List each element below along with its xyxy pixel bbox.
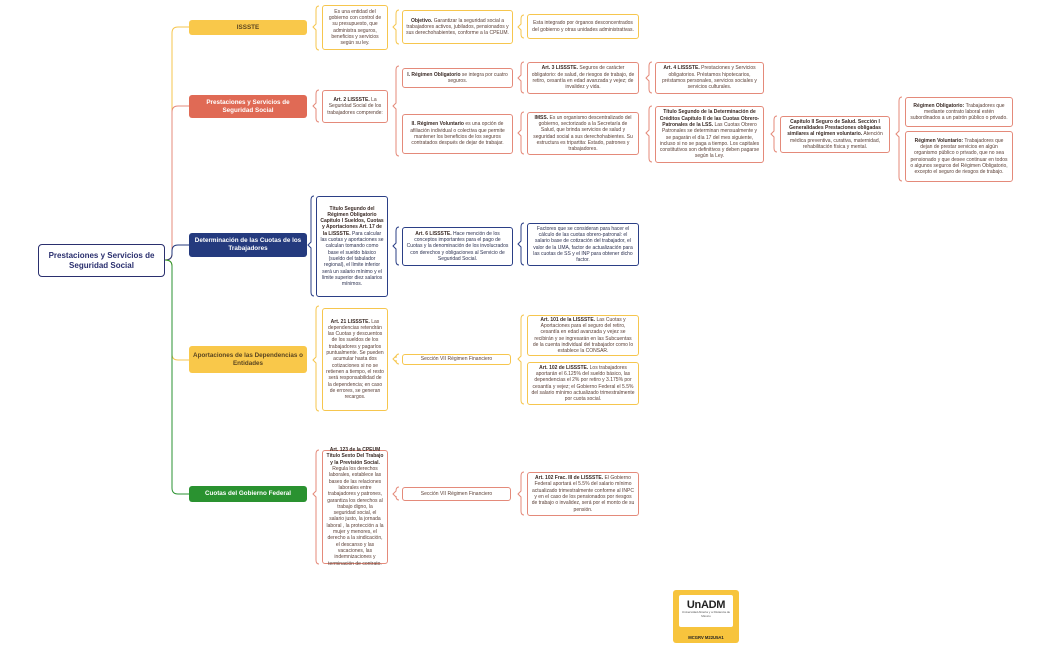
node-objetivo[interactable]: Objetivo. Garantizar la seguridad social… [402, 10, 513, 44]
brace-connector [312, 5, 320, 51]
node-art101[interactable]: Art. 101 de la LISSSTE. Las Cuotas y Apo… [527, 315, 639, 356]
node-art102[interactable]: Art. 102 de LISSSTE. Los trabajadores ap… [527, 362, 639, 405]
branch-determinacion[interactable]: Determinación de las Cuotas de los Traba… [189, 233, 307, 257]
node-art123[interactable]: Art. 123 de la CPEUM Título Sexto Del Tr… [322, 447, 388, 567]
node-imss[interactable]: IMSS. Es un organismo descentralizado de… [527, 112, 639, 155]
branch-gobierno[interactable]: Cuotas del Gobierno Federal [189, 486, 307, 502]
branch-aportaciones[interactable]: Aportaciones de las Dependencias o Entid… [189, 346, 307, 373]
node-regimen-obligatorio-def[interactable]: Régimen Obligatorio: Trabajadores que me… [905, 97, 1013, 127]
brace-connector [517, 314, 525, 405]
brace-connector [895, 96, 903, 182]
brace-connector [392, 486, 400, 501]
branch-connector [164, 26, 189, 261]
brace-connector [517, 111, 525, 155]
node-art4[interactable]: Art. 4 LISSSTE. Prestaciones y Servicios… [655, 62, 764, 94]
central-topic[interactable]: Prestaciones y Servicios de Seguridad So… [38, 244, 165, 277]
brace-connector [645, 105, 653, 163]
node-titulo-creditos[interactable]: Título Segundo de la Determinación de Cr… [655, 106, 764, 163]
node-issste-desc[interactable]: Es una entidad del gobierno con control … [322, 5, 388, 50]
node-art3[interactable]: Art. 3 LISSSTE. Seguros de carácter obli… [527, 62, 639, 94]
logo-code: MCGRV M22U5A1 [688, 635, 724, 640]
logo-badge: UnADM Universidad Abierta y a Distancia … [679, 595, 733, 627]
branch-connector [164, 105, 189, 261]
branch-issste[interactable]: ISSSTE [189, 20, 307, 35]
brace-connector [392, 65, 400, 157]
node-regimen-obligatorio[interactable]: I. Régimen Obligatorio se integra por cu… [402, 68, 513, 88]
node-factores[interactable]: Factores que se consideran para hacer el… [527, 223, 639, 266]
branch-connector [164, 259, 189, 361]
node-art2[interactable]: Art. 2 LISSSTE. La Seguridad Social de l… [322, 90, 388, 123]
brace-connector [517, 14, 525, 39]
node-seccion-vii-gobierno[interactable]: Sección VII Régimen Financiero [402, 487, 511, 501]
node-titulo-regimen[interactable]: Título Segundo del Régimen Obligatorio C… [316, 196, 388, 297]
node-regimen-voluntario[interactable]: II. Régimen Voluntario es una opción de … [402, 114, 513, 154]
branch-connector [164, 244, 189, 261]
brace-connector [312, 449, 320, 565]
node-art6[interactable]: Art. 6 LISSSTE. Hace mención de los conc… [402, 227, 513, 266]
branch-connector [164, 259, 189, 495]
node-integrado[interactable]: Esta integrado por órganos desconcentrad… [527, 14, 639, 39]
brace-connector [517, 61, 525, 94]
brace-connector [645, 61, 653, 94]
brace-connector [312, 305, 320, 412]
branch-prestaciones[interactable]: Prestaciones y Servicios de Seguridad So… [189, 95, 307, 118]
brace-connector [517, 471, 525, 516]
brace-connector [312, 89, 320, 123]
brace-connector [517, 222, 525, 266]
node-art102-frac3[interactable]: Art. 102 Frac. III de LISSSTE. El Gobier… [527, 472, 639, 516]
brace-connector [392, 226, 400, 266]
brace-connector [307, 195, 315, 297]
node-seccion-vii-aportaciones[interactable]: Sección VII Régimen Financiero [402, 354, 511, 365]
unadm-logo: UnADM Universidad Abierta y a Distancia … [673, 590, 739, 643]
node-art21[interactable]: Art. 21 LISSSTE. Las dependencias retend… [322, 308, 388, 411]
brace-connector [392, 9, 400, 45]
node-regimen-voluntario-def[interactable]: Régimen Voluntario: Trabajadores que dej… [905, 131, 1013, 182]
node-capitulo2[interactable]: Capítulo II Seguro de Salud. Sección I G… [780, 116, 890, 153]
brace-connector [392, 353, 400, 365]
brace-connector [770, 115, 778, 153]
